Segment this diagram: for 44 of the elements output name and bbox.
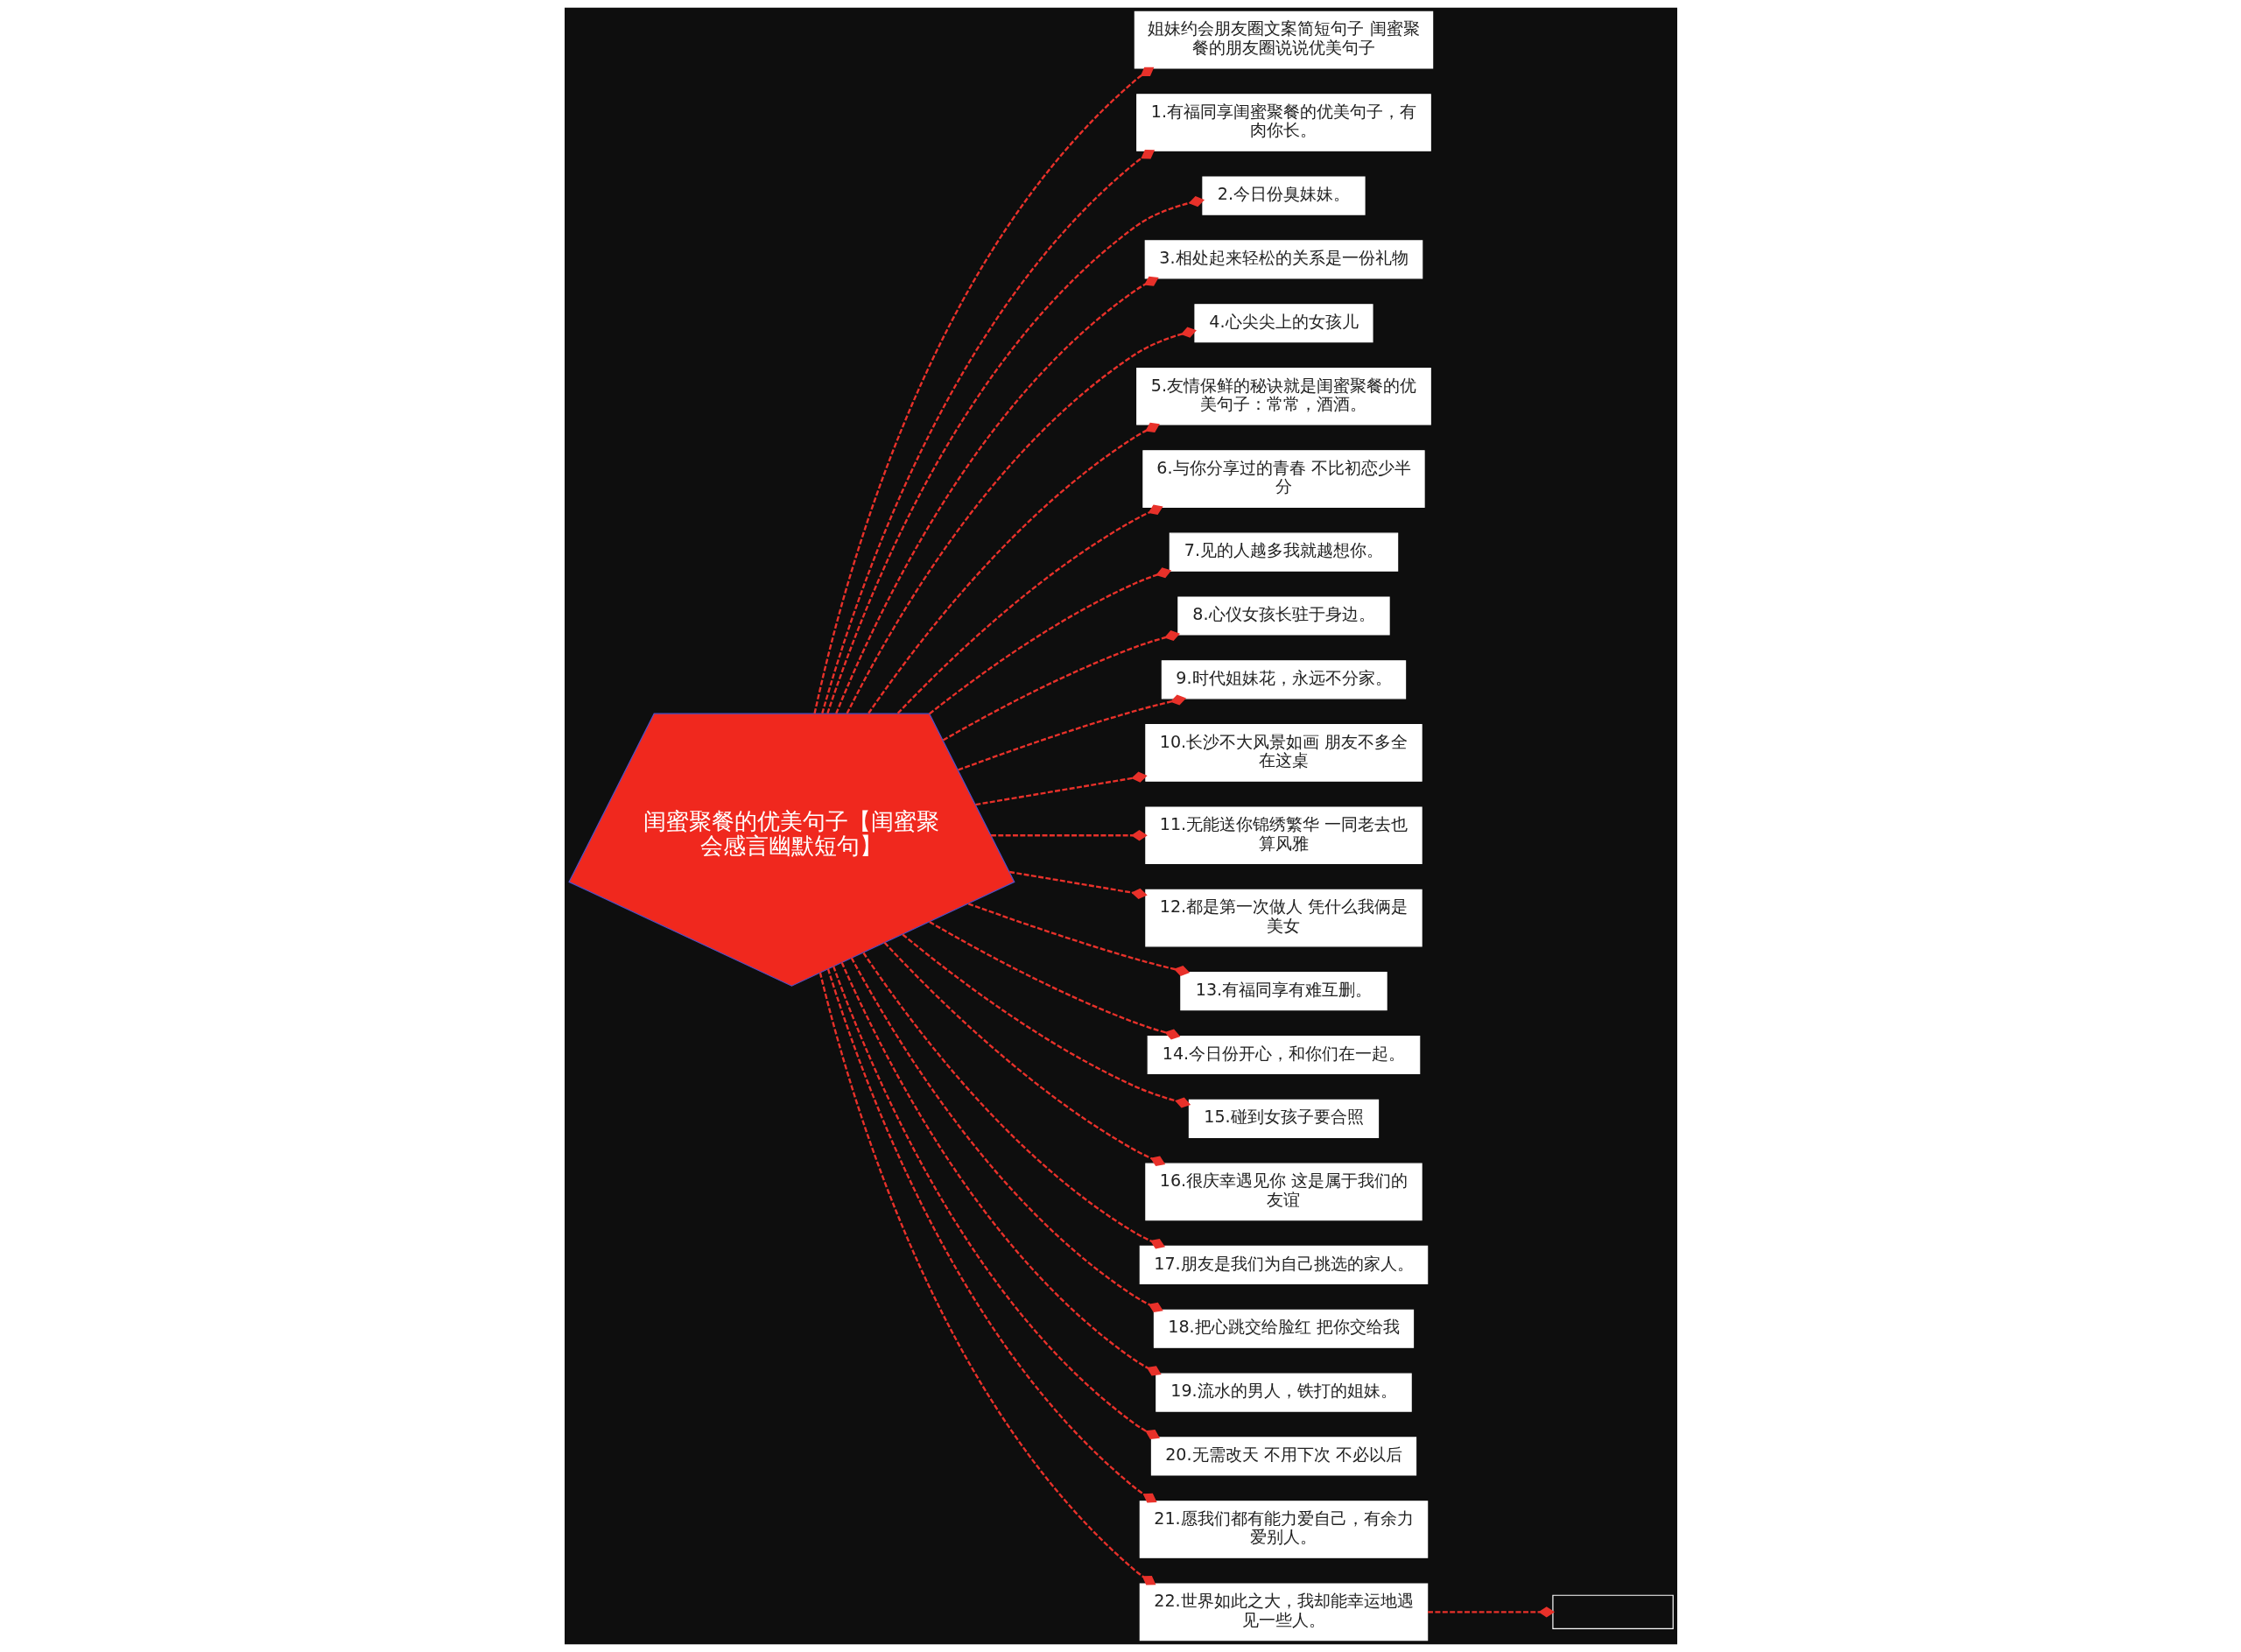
node-box: 20.无需改天 不用下次 不必以后 <box>1150 1437 1416 1476</box>
connector <box>861 952 1165 1249</box>
connector <box>990 830 1148 841</box>
node-box: 10.长沙不大风景如画 朋友不多全在这桌 <box>1144 724 1423 782</box>
node-box: 11.无能送你锦绣繁华 一同老去也算风雅 <box>1144 806 1423 865</box>
node-box: 22.世界如此之大，我却能幸运地遇见一些人。 <box>1139 1583 1428 1641</box>
node-box: 9.时代姐妹花，永远不分家。 <box>1161 660 1406 699</box>
connector <box>850 957 1163 1313</box>
node-box: 3.相处起来轻松的关系是一份礼物 <box>1144 240 1423 279</box>
connector <box>896 504 1163 714</box>
connector <box>818 972 1156 1585</box>
connector <box>967 903 1190 977</box>
node-box: 15.碰到女孩子要合照 <box>1188 1099 1379 1138</box>
connector <box>928 921 1180 1040</box>
connector <box>840 962 1162 1376</box>
node-box <box>1551 1594 1674 1630</box>
connector <box>942 630 1180 742</box>
connector <box>974 771 1148 806</box>
node-box: 16.很庆幸遇见你 这是属于我们的友谊 <box>1144 1163 1423 1221</box>
connector <box>957 694 1186 771</box>
node-box: 19.流水的男人，铁打的姐妹。 <box>1155 1373 1412 1412</box>
node-box: 12.都是第一次做人 凭什么我俩是美女 <box>1144 889 1423 947</box>
connector <box>1008 870 1148 900</box>
node-box: 8.心仪女孩长驻于身边。 <box>1177 596 1390 636</box>
connector <box>1427 1606 1555 1618</box>
connector <box>825 196 1205 714</box>
connector <box>928 567 1171 715</box>
node-box: 5.友情保鲜的秘诀就是闺蜜聚餐的优美句子：常常，酒酒。 <box>1135 367 1431 425</box>
connector <box>834 276 1159 714</box>
node-box: 2.今日份臭妹妹。 <box>1201 176 1366 215</box>
connector <box>867 422 1160 714</box>
node-box: 21.愿我们都有能力爱自己，有余力爱别人。 <box>1139 1501 1428 1558</box>
node-box: 17.朋友是我们为自己挑选的家人。 <box>1139 1245 1428 1285</box>
node-box: 18.把心跳交给脸红 把你交给我 <box>1153 1309 1414 1348</box>
node-box: 6.与你分享过的青春 不比初恋少半分 <box>1142 450 1425 508</box>
node-box: 13.有福同享有难互删。 <box>1179 972 1387 1011</box>
node-box: 1.有福同享闺蜜聚餐的优美句子，有肉你长。 <box>1135 94 1431 151</box>
node-box: 14.今日份开心，和你们在一起。 <box>1147 1035 1420 1075</box>
connector <box>846 327 1197 714</box>
connector <box>883 941 1165 1167</box>
node-box: 姐妹约会朋友圈文案简短句子 闺蜜聚餐的朋友圈说说优美句子 <box>1134 11 1433 69</box>
connector <box>902 933 1191 1108</box>
node-box: 4.心尖尖上的女孩儿 <box>1193 304 1373 343</box>
node-box: 7.见的人越多我就越想你。 <box>1169 532 1398 572</box>
